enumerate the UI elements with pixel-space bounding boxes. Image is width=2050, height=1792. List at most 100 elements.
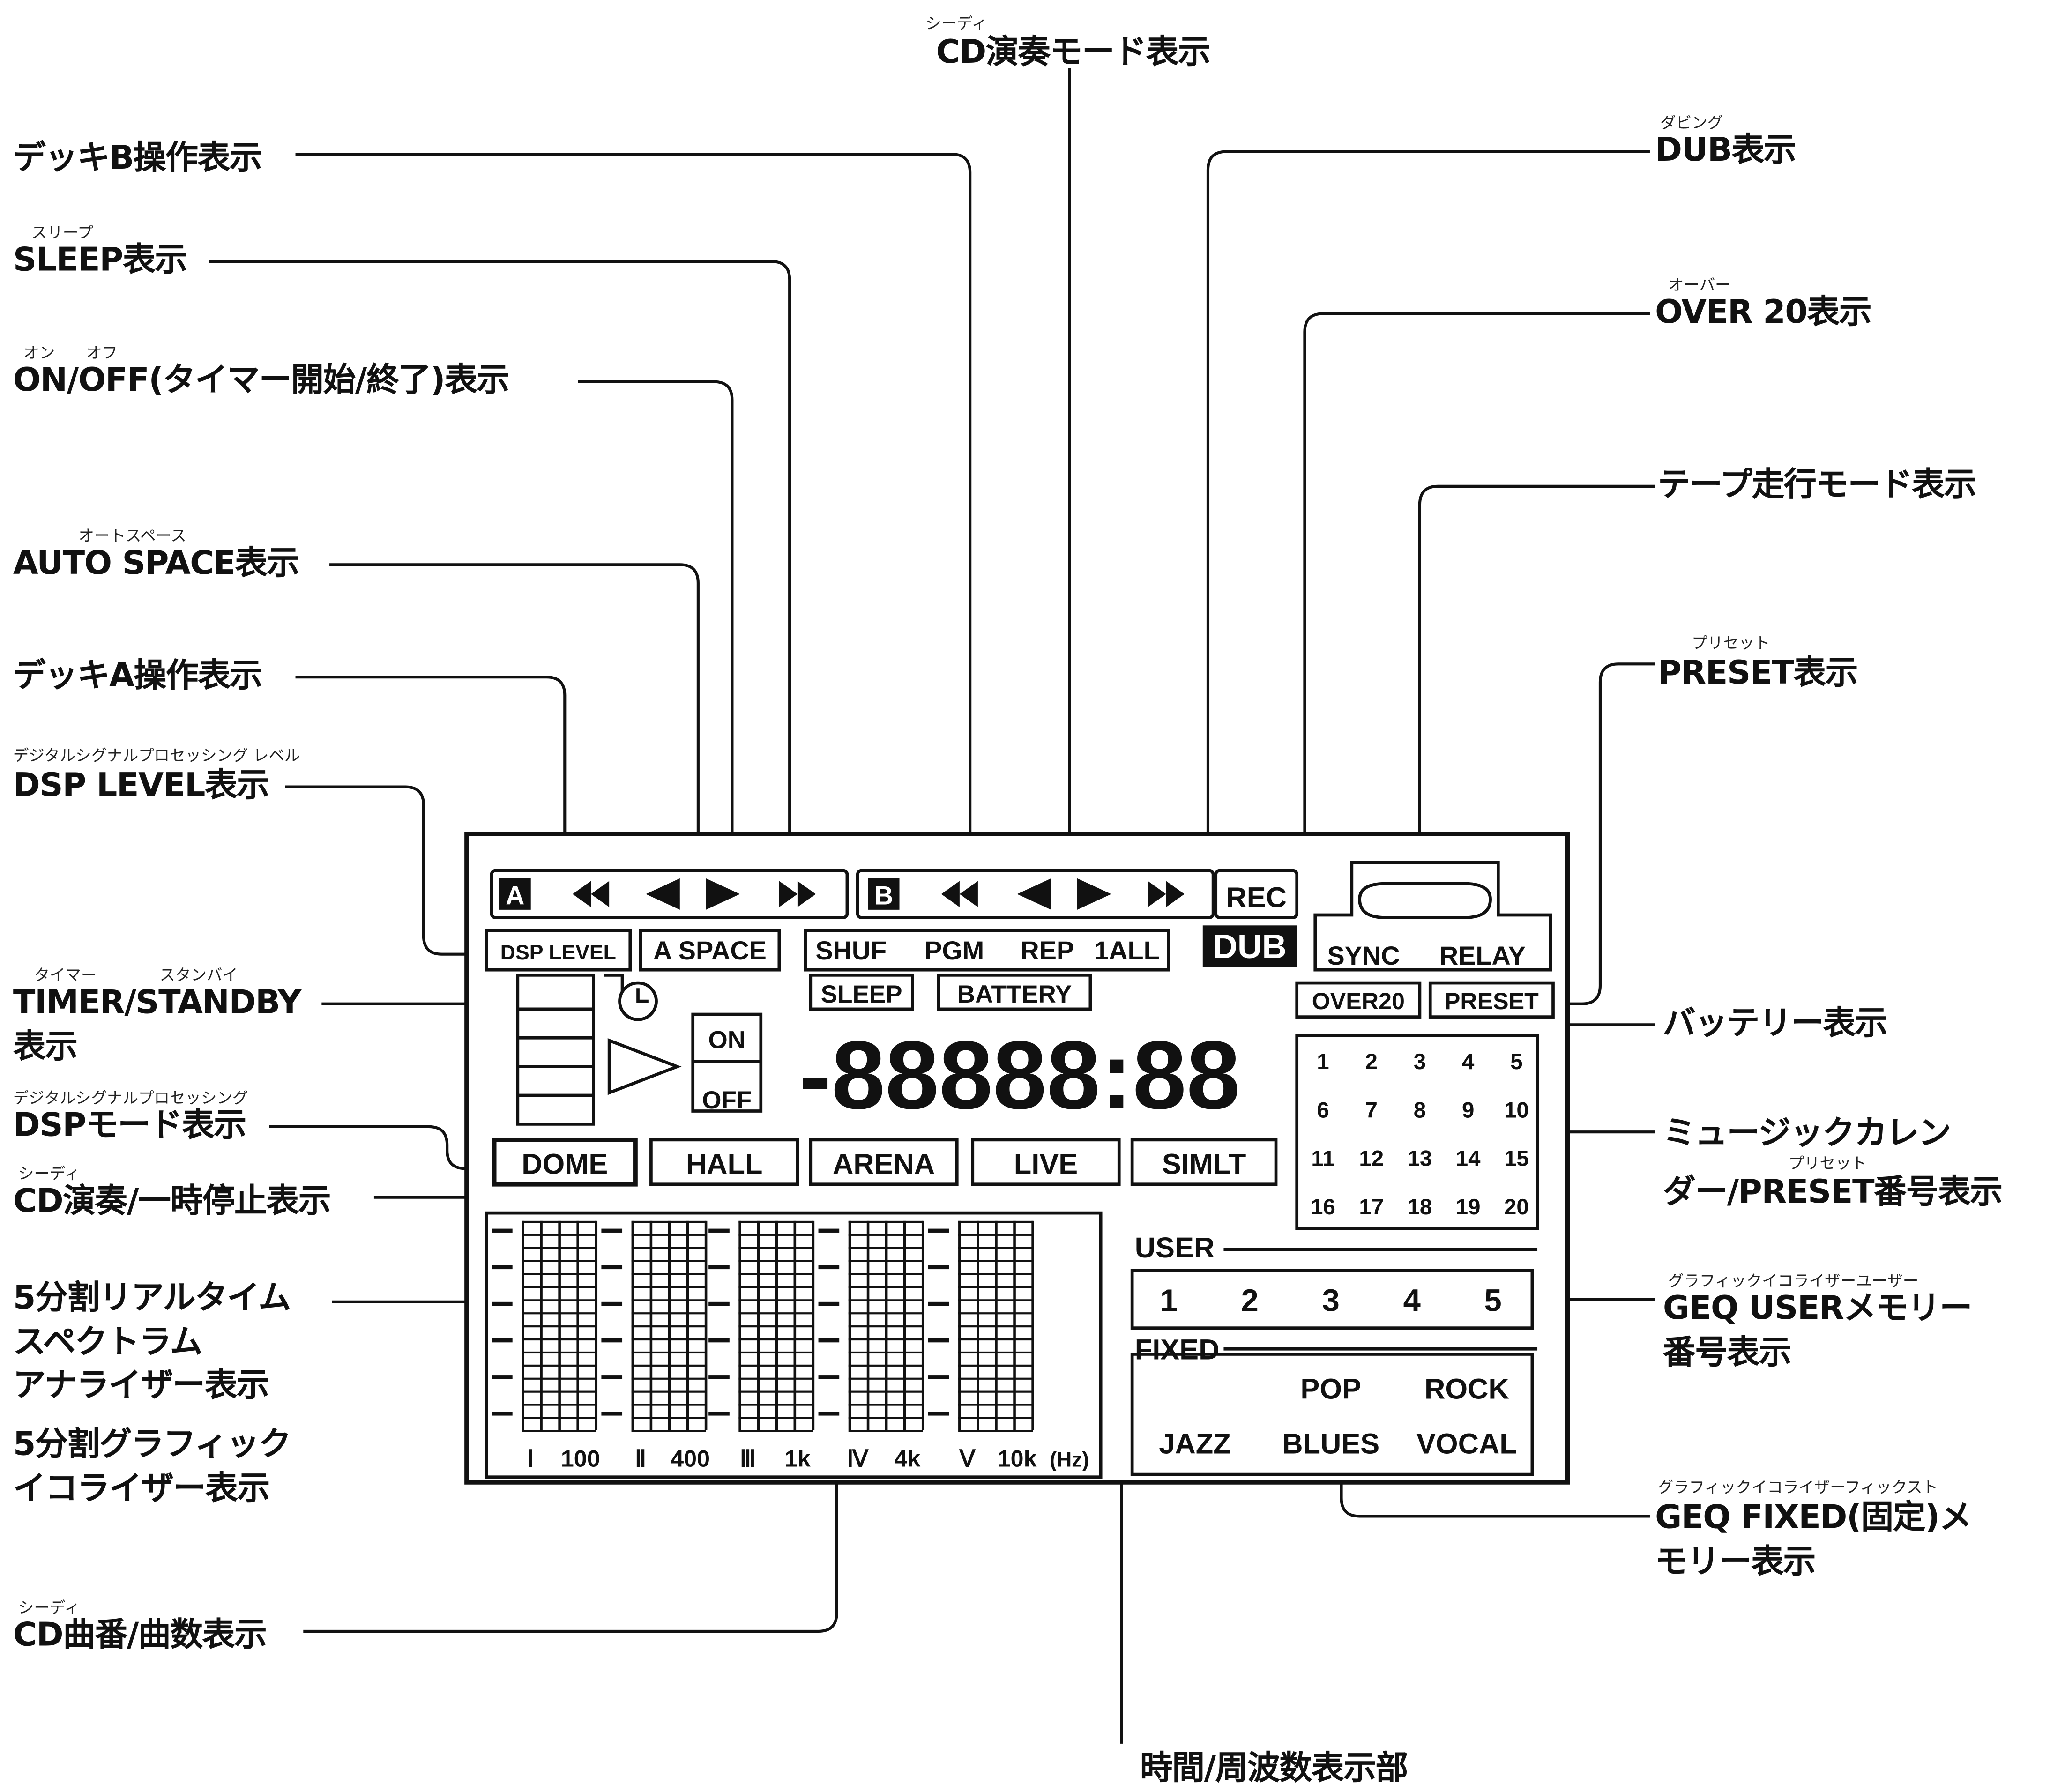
over20-label: OVER20: [1312, 988, 1405, 1014]
shuf-label: SHUF: [815, 936, 887, 965]
geq-level-mark: [492, 1228, 513, 1233]
ff-a-icon-2: [797, 881, 816, 907]
fixed-rock: ROCK: [1424, 1373, 1509, 1405]
dub-badge: [1202, 925, 1297, 967]
label-onoff: ON/OFF(タイマー開始/終了)表示: [13, 361, 509, 399]
label-auto-space: AUTO SPACE表示: [13, 543, 300, 582]
sync-label: SYNC: [1327, 941, 1400, 970]
calendar-cell: 19: [1456, 1195, 1481, 1219]
geq-level-mark: [818, 1412, 840, 1416]
rec-label: REC: [1226, 881, 1287, 914]
label-cd-play: CD演奏/一時停止表示: [13, 1182, 331, 1220]
dsp-mode-live: LIVE: [1014, 1148, 1078, 1180]
geq-level-mark: [601, 1375, 623, 1379]
calendar-cell: 5: [1510, 1049, 1522, 1074]
one-all-label: 1ALL: [1094, 936, 1160, 965]
band-roman: Ⅱ: [635, 1445, 647, 1472]
calendar-cell: 9: [1462, 1098, 1474, 1123]
geq-level-mark: [928, 1375, 949, 1379]
fixed-label: FIXED: [1135, 1334, 1220, 1366]
band-freq: 1k: [784, 1445, 811, 1472]
rec-box: [1214, 869, 1299, 919]
geq-level-mark: [708, 1412, 730, 1416]
ruby-onoff: オン オフ: [23, 343, 118, 362]
label-geq-1: 5分割グラフィック: [13, 1425, 291, 1463]
user-memory-box: [1130, 1269, 1534, 1330]
label-cd-track: CD曲番/曲数表示: [13, 1615, 267, 1654]
calendar-cell: 2: [1365, 1049, 1378, 1074]
calendar-cell: 14: [1456, 1146, 1481, 1171]
deck-b-box: [856, 869, 1215, 919]
ff-b-icon-2: [1166, 881, 1185, 907]
band-roman: Ⅰ: [527, 1445, 534, 1472]
ruby-timer-standby: タイマー スタンバイ: [34, 966, 238, 984]
fixed-pop: POP: [1300, 1373, 1361, 1405]
band-freq: 100: [561, 1445, 600, 1472]
label-dsp-mode: DSPモード表示: [13, 1106, 246, 1144]
ruby-music-cal: プリセット: [1788, 1154, 1867, 1173]
leader-sleep: [209, 260, 811, 992]
user-memory-1: 1: [1160, 1283, 1178, 1318]
off-label: OFF: [702, 1086, 752, 1114]
calendar-cell: 10: [1504, 1098, 1529, 1123]
user-memory-4: 4: [1403, 1283, 1421, 1318]
leader-preset: [1553, 662, 1655, 1005]
ruby-dub: ダビング: [1660, 113, 1723, 132]
ruby-preset: プリセット: [1692, 634, 1770, 653]
sleep-label: SLEEP: [821, 981, 902, 1008]
spectrum-band-grid: [848, 1220, 924, 1432]
deck-b-badge: [868, 878, 900, 910]
fixed-vocal: VOCAL: [1416, 1428, 1517, 1460]
label-analyzer-2: スペクトラム: [13, 1323, 203, 1361]
geq-level-mark: [818, 1301, 840, 1306]
leader-cd-track: [303, 1071, 838, 1633]
label-cd-mode: CD演奏モード表示: [936, 32, 1211, 71]
deck-b-letter: B: [874, 881, 893, 910]
spectrum-area: [485, 1211, 1103, 1479]
user-memory-5: 5: [1484, 1283, 1502, 1318]
ruby-dsp-level: デジタルシグナルプロセッシング レベル: [13, 746, 300, 765]
geq-level-mark: [818, 1375, 840, 1379]
a-space-box: [639, 929, 781, 972]
calendar-cell: 17: [1359, 1195, 1384, 1219]
deck-a-box: [490, 869, 849, 919]
leader-geq-fixed: [1340, 1469, 1650, 1518]
ruby-dsp-mode: デジタルシグナルプロセッシング: [13, 1089, 248, 1108]
geq-level-mark: [708, 1338, 730, 1343]
sleep-box: [809, 973, 914, 1011]
dsp-live-box: [971, 1138, 1121, 1186]
geq-level-mark: [492, 1412, 513, 1416]
geq-level-mark: [818, 1338, 840, 1343]
ruby-auto-space: オートスペース: [78, 527, 186, 545]
band-roman: Ⅲ: [740, 1445, 756, 1472]
geq-level-mark: [601, 1265, 623, 1270]
ruby-geq-user: グラフィックイコライザーユーザー: [1668, 1272, 1919, 1290]
label-over20: OVER 20表示: [1655, 292, 1871, 331]
user-memory-2: 2: [1241, 1283, 1259, 1318]
label-time-freq: 時間/周波数表示部: [1140, 1749, 1408, 1787]
ff-a-icon: [779, 881, 798, 907]
user-memory-3: 3: [1322, 1283, 1340, 1318]
dsp-mode-simlt: SIMLT: [1162, 1148, 1246, 1180]
geq-level-mark: [492, 1375, 513, 1379]
battery-box: [937, 973, 1092, 1011]
label-analyzer-1: 5分割リアルタイム: [13, 1278, 291, 1316]
label-dsp-level: DSP LEVEL表示: [13, 766, 269, 804]
geq-level-mark: [708, 1301, 730, 1306]
ruby-sleep: スリープ: [31, 223, 93, 242]
leader-tape: [1418, 484, 1655, 863]
label-deck-a: デッキA操作表示: [13, 656, 263, 694]
dsp-level-meter: [516, 973, 596, 1126]
leader-over20: [1303, 312, 1650, 983]
tape-loop-icon: [1358, 882, 1492, 919]
rewind-a-icon: [573, 881, 591, 907]
label-tape-mode: テープ走行モード表示: [1657, 465, 1977, 504]
play-b-icon: [1077, 878, 1111, 910]
timer-icon: [618, 981, 658, 1021]
leader-auto-space: [329, 563, 700, 931]
leader-onoff: [578, 380, 734, 1017]
calendar-cell: 6: [1317, 1098, 1329, 1123]
hz-label: (Hz): [1050, 1448, 1089, 1471]
geq-level-mark: [492, 1301, 513, 1306]
